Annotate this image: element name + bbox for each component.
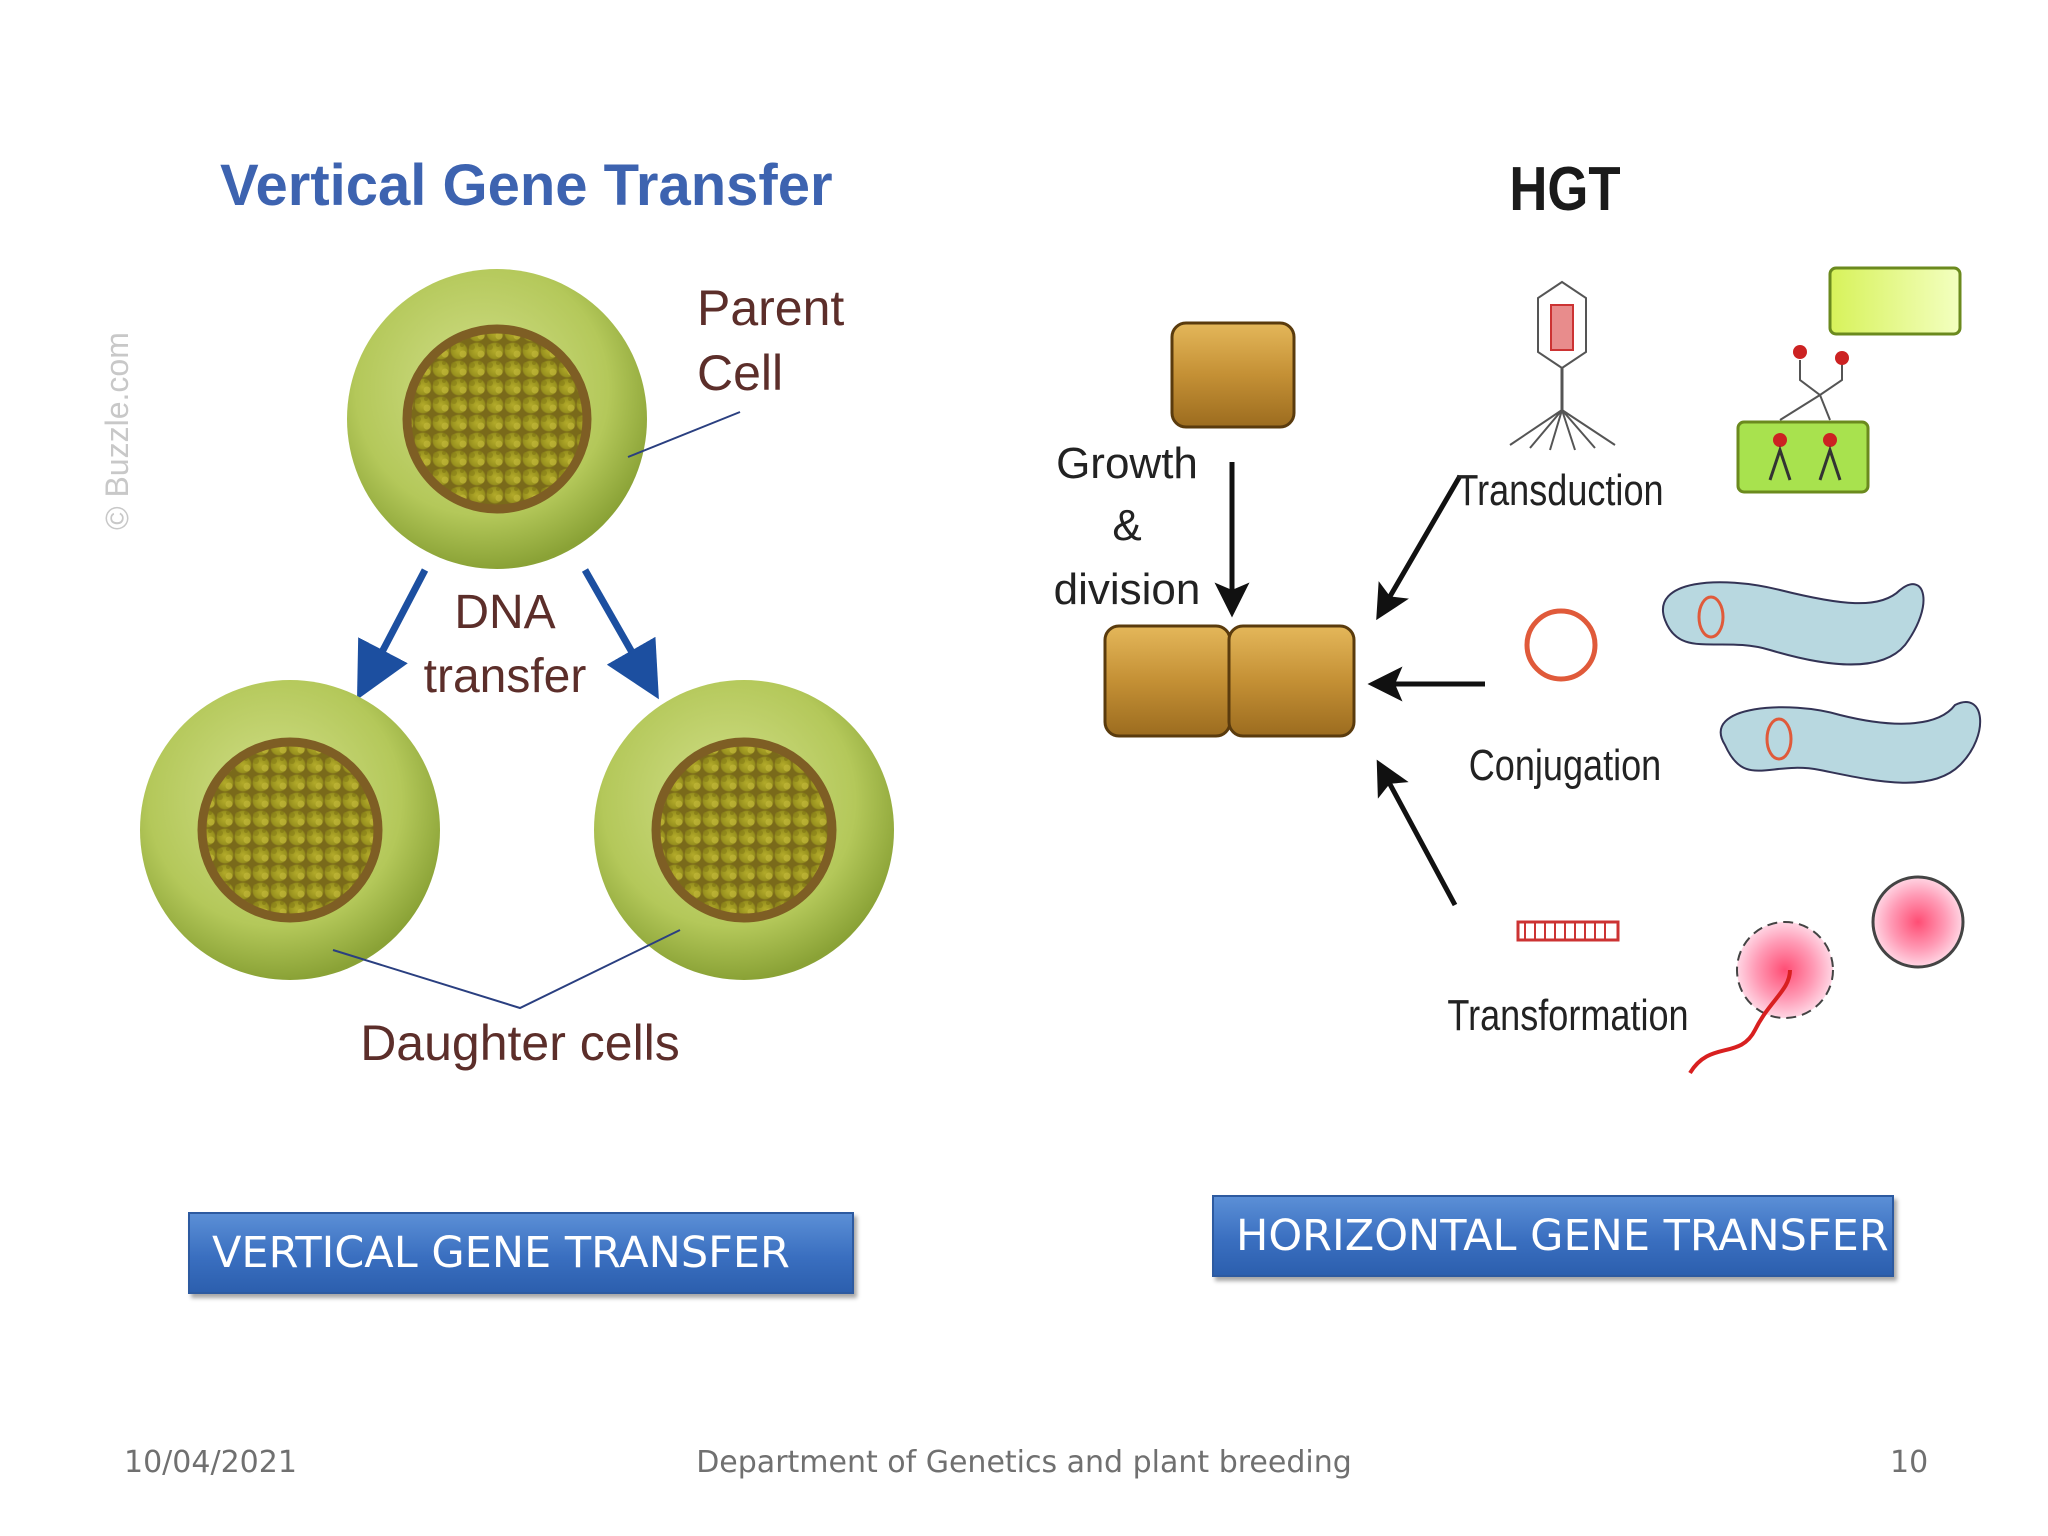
growth-label-line3: division [1054, 565, 1201, 614]
transformation-arrow [1376, 759, 1458, 907]
parent-label-line2: Cell [697, 345, 783, 401]
horizontal-gene-transfer-button[interactable]: HORIZONTAL GENE TRANSFER [1212, 1195, 1894, 1277]
parent-pointer-line [627, 411, 741, 458]
parent-cell [347, 269, 647, 569]
daughter-cell-left [140, 680, 440, 980]
vgt-title: Vertical Gene Transfer [220, 153, 833, 218]
dna-arrow-right [581, 568, 659, 700]
buzzle-watermark: © Buzzle.com [99, 332, 135, 530]
transduction-illustration [1736, 266, 1962, 494]
plasmid-icon [1524, 608, 1598, 682]
daughter-label: Daughter cells [360, 1015, 680, 1071]
parent-label-line1: Parent [697, 280, 844, 336]
dna-label-line1: DNA [454, 586, 555, 639]
transformation-label: Transformation [1447, 991, 1688, 1040]
dna-fragment-icon [1516, 920, 1620, 942]
growth-label-line1: Growth [1056, 439, 1198, 488]
dna-arrow-left [357, 568, 429, 700]
conjugation-label: Conjugation [1469, 741, 1662, 790]
transduction-arrow [1376, 474, 1463, 621]
daughter-pointer-lines [332, 929, 681, 1010]
bacterium-dividing [1103, 624, 1356, 738]
footer-date: 10/04/2021 [124, 1445, 297, 1480]
dna-label-line2: transfer [424, 650, 587, 703]
vertical-gene-transfer-button[interactable]: VERTICAL GENE TRANSFER [188, 1212, 854, 1294]
transformation-illustration [1688, 875, 1965, 1075]
transduction-label: Transduction [1456, 466, 1663, 515]
footer-page-number: 10 [1890, 1445, 1929, 1480]
bacteriophage-icon [1509, 280, 1616, 451]
footer-department: Department of Genetics and plant breedin… [696, 1445, 1352, 1480]
growth-label-line2: & [1112, 501, 1141, 550]
bacterium-single [1170, 321, 1296, 429]
daughter-cell-right [594, 680, 894, 980]
conjugation-bacteria [1662, 581, 1981, 784]
hgt-title: HGT [1509, 155, 1620, 224]
